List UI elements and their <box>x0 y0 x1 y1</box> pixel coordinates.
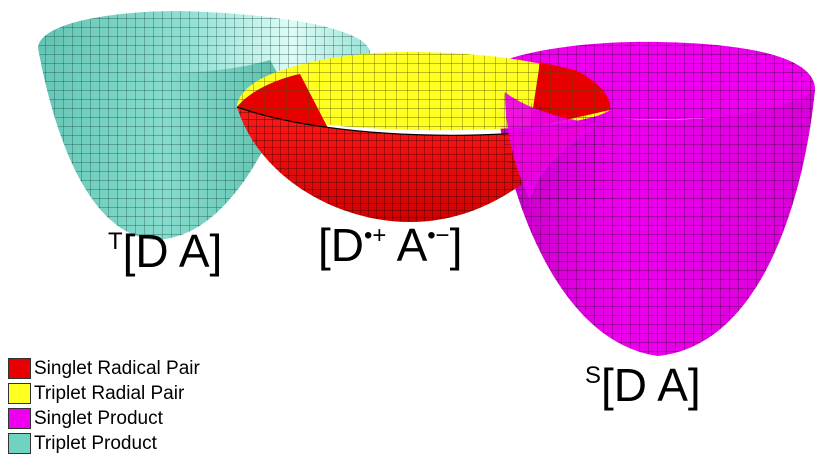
triplet-reactant-text: [D A] <box>122 225 223 277</box>
radical-pair-acceptor: A <box>386 219 428 271</box>
radical-pair-open: [D <box>318 219 364 271</box>
legend: Singlet Radical Pair Triplet Radial Pair… <box>8 356 200 456</box>
anion-radical-superscript: •− <box>427 222 450 250</box>
legend-label: Triplet Product <box>34 432 157 454</box>
cation-radical-superscript: •+ <box>364 222 387 250</box>
legend-item-triplet-product: Triplet Product <box>8 431 200 456</box>
legend-item-singlet-product: Singlet Product <box>8 406 200 431</box>
legend-label: Triplet Radial Pair <box>34 382 185 404</box>
legend-item-singlet-radical-pair: Singlet Radical Pair <box>8 356 200 381</box>
triplet-reactant-label: T[D A] <box>108 228 222 274</box>
radical-pair-label: [D•+ A•−] <box>318 222 462 268</box>
legend-item-triplet-radial-pair: Triplet Radial Pair <box>8 381 200 406</box>
legend-swatch <box>8 383 31 404</box>
legend-swatch <box>8 433 31 454</box>
radical-pair-close: ] <box>449 219 463 271</box>
triplet-superscript: T <box>108 228 123 256</box>
singlet-superscript: S <box>585 362 601 390</box>
legend-swatch <box>8 358 31 379</box>
singlet-product-label: S[D A] <box>585 362 701 408</box>
legend-swatch <box>8 408 31 429</box>
singlet-product-text: [D A] <box>600 359 701 411</box>
legend-label: Singlet Radical Pair <box>34 357 200 379</box>
legend-label: Singlet Product <box>34 407 163 429</box>
